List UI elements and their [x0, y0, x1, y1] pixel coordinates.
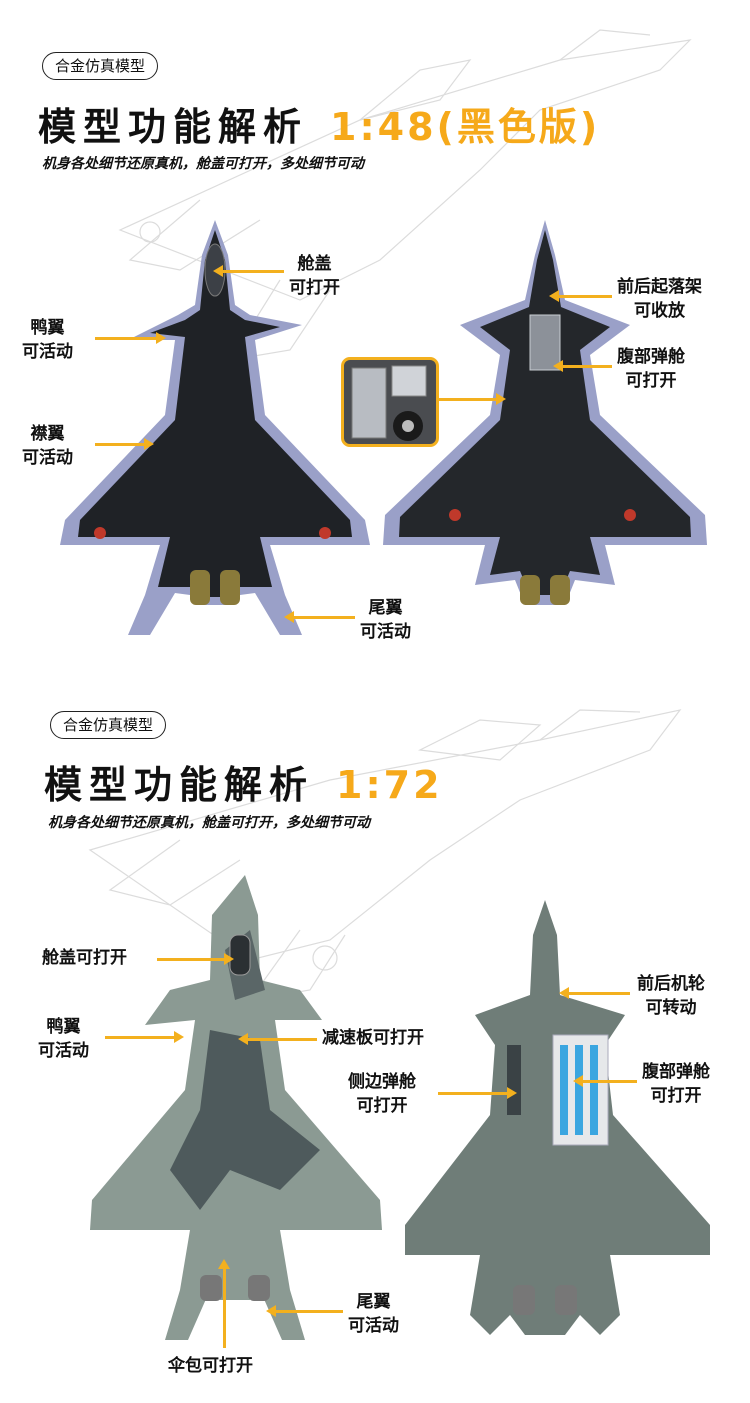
callout-flap-line1: 襟翼: [30, 424, 65, 444]
scale-label: 1:48(黑色版): [330, 105, 601, 149]
callout-parachute: 伞包可打开: [168, 1356, 253, 1376]
jet-bottom-view-black: [383, 220, 707, 605]
arrow-inset: [437, 393, 506, 405]
title-text: 模型功能解析: [38, 105, 309, 149]
arrow-airbrake: [238, 1033, 317, 1045]
callout-side-bay-line2: 可打开: [356, 1096, 408, 1116]
callout-canopy: 舱盖 可打开: [289, 252, 340, 300]
arrow-tail-2: [266, 1305, 343, 1317]
arrow-landing-gear: [549, 290, 612, 302]
callout-side-bay: 侧边弹舱 可打开: [348, 1070, 416, 1118]
callout-tail: 尾翼 可活动: [360, 596, 411, 644]
callout-landing-gear-line1: 前后起落架: [617, 277, 702, 297]
title-text-2: 模型功能解析: [44, 763, 315, 807]
arrow-canard: [95, 332, 166, 344]
model-tag-2: 合金仿真模型: [50, 711, 167, 739]
callout-bay: 腹部弹舱 可打开: [617, 345, 685, 393]
arrow-canard-2: [105, 1031, 184, 1043]
callout-wheels-line2: 可转动: [645, 998, 697, 1018]
callout-tail-line1: 尾翼: [368, 598, 403, 618]
callout-side-bay-line1: 侧边弹舱: [348, 1072, 416, 1092]
callout-canard-2-line1: 鸭翼: [46, 1017, 81, 1037]
callout-wheels-line1: 前后机轮: [637, 974, 705, 994]
arrow-parachute: [218, 1259, 230, 1348]
callout-bay-line2: 可打开: [625, 371, 677, 391]
callout-canopy-line2: 可打开: [289, 278, 340, 298]
arrow-canopy-2: [157, 953, 234, 965]
arrow-tail: [284, 611, 355, 623]
callout-wheels: 前后机轮 可转动: [637, 972, 705, 1020]
jet-top-view-camo: [90, 875, 382, 1340]
callout-landing-gear-line2: 可收放: [634, 301, 685, 321]
callout-bay-2: 腹部弹舱 可打开: [642, 1060, 710, 1108]
model-tag: 合金仿真模型: [42, 52, 159, 80]
arrow-side-bay: [438, 1087, 517, 1099]
jet-bottom-view-camo: [405, 900, 710, 1335]
jet-top-view-black: [60, 220, 370, 635]
arrow-bay-2: [573, 1075, 637, 1087]
callout-canard-line2: 可活动: [22, 342, 73, 362]
callout-flap: 襟翼 可活动: [22, 422, 73, 470]
callout-tail-2-line1: 尾翼: [356, 1292, 391, 1312]
landing-gear-detail-inset: [341, 357, 439, 447]
arrow-bay: [553, 360, 612, 372]
callout-canard-line1: 鸭翼: [30, 318, 65, 338]
callout-tail-2-line2: 可活动: [348, 1316, 399, 1336]
subtitle: 机身各处细节还原真机，舱盖可打开，多处细节可动: [42, 156, 364, 172]
page-title-2: 模型功能解析 1:72: [44, 754, 443, 809]
scale-label-2: 1:72: [336, 763, 443, 807]
callout-canard-2-line2: 可活动: [38, 1041, 89, 1061]
callout-bay-line1: 腹部弹舱: [617, 347, 685, 367]
callout-airbrake: 减速板可打开: [322, 1028, 424, 1048]
callout-landing-gear: 前后起落架 可收放: [617, 275, 702, 323]
callout-tail-line2: 可活动: [360, 622, 411, 642]
section-1-72-camo: 合金仿真模型 模型功能解析 1:72 机身各处细节还原真机，舱盖可打开，多处细节可…: [0, 690, 750, 1403]
arrow-wheels: [559, 987, 630, 999]
callout-canard-2: 鸭翼 可活动: [38, 1015, 89, 1063]
landing-gear-detail-photo: [351, 365, 427, 441]
callout-tail-2: 尾翼 可活动: [348, 1290, 399, 1338]
arrow-flap: [95, 438, 154, 450]
callout-bay-2-line1: 腹部弹舱: [642, 1062, 710, 1082]
section-1-48-black: 合金仿真模型 模型功能解析 1:48(黑色版) 机身各处细节还原真机，舱盖可打开，…: [0, 0, 750, 690]
callout-canard: 鸭翼 可活动: [22, 316, 73, 364]
callout-flap-line2: 可活动: [22, 448, 73, 468]
callout-canopy-2: 舱盖可打开: [42, 948, 127, 968]
page-title: 模型功能解析 1:48(黑色版): [38, 96, 600, 151]
subtitle-2: 机身各处细节还原真机，舱盖可打开，多处细节可动: [48, 815, 370, 831]
callout-bay-2-line2: 可打开: [650, 1086, 702, 1106]
arrow-canopy: [213, 265, 284, 277]
callout-canopy-line1: 舱盖: [297, 254, 332, 274]
